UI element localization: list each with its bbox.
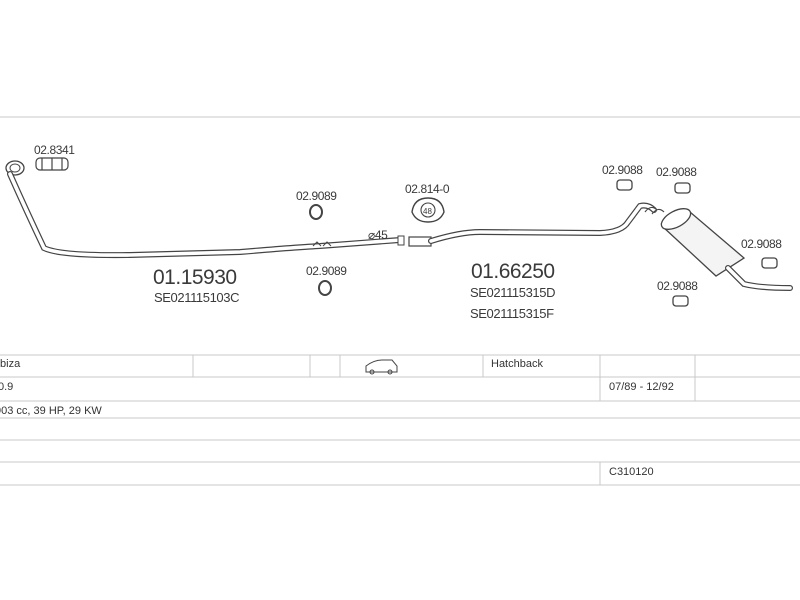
spec-cell: 903 cc, 39 HP, 29 KW bbox=[0, 405, 102, 417]
body-type-cell: Hatchback bbox=[491, 358, 543, 370]
rear-pipe bbox=[408, 202, 793, 291]
rubber-ring-icon bbox=[309, 204, 332, 296]
label-02-9089-bottom: 02.9089 bbox=[306, 264, 347, 278]
gasket-icon bbox=[411, 197, 445, 223]
engine-cell: 0.9 bbox=[0, 381, 14, 393]
rubber-mount-icon bbox=[616, 179, 778, 307]
model-cell: Ibiza bbox=[0, 358, 21, 370]
label-diameter: ⌀45 bbox=[368, 228, 388, 242]
code-cell: C310120 bbox=[609, 466, 654, 478]
label-02-9088-c: 02.9088 bbox=[741, 237, 782, 251]
rear-pipe-reference-2: SE021115315F bbox=[470, 306, 554, 321]
front-pipe bbox=[5, 160, 405, 259]
rear-pipe-number: 01.66250 bbox=[471, 260, 555, 283]
period-cell: 07/89 - 12/92 bbox=[609, 381, 674, 393]
clamp-icon bbox=[35, 157, 69, 171]
label-02-9089-top: 02.9089 bbox=[296, 189, 337, 203]
label-02-9088-d: 02.9088 bbox=[657, 279, 698, 293]
hatchback-car-icon bbox=[365, 359, 398, 375]
label-02-814-0: 02.814-0 bbox=[405, 182, 450, 196]
label-gasket-ring: 48 bbox=[423, 207, 432, 216]
front-pipe-reference: SE021115103C bbox=[154, 290, 239, 305]
rear-pipe-reference-1: SE021115315D bbox=[470, 285, 555, 300]
front-pipe-number: 01.15930 bbox=[153, 266, 237, 289]
label-02-9088-a: 02.9088 bbox=[602, 163, 643, 177]
label-02-9088-b: 02.9088 bbox=[656, 165, 697, 179]
label-02-8341: 02.8341 bbox=[34, 143, 75, 157]
